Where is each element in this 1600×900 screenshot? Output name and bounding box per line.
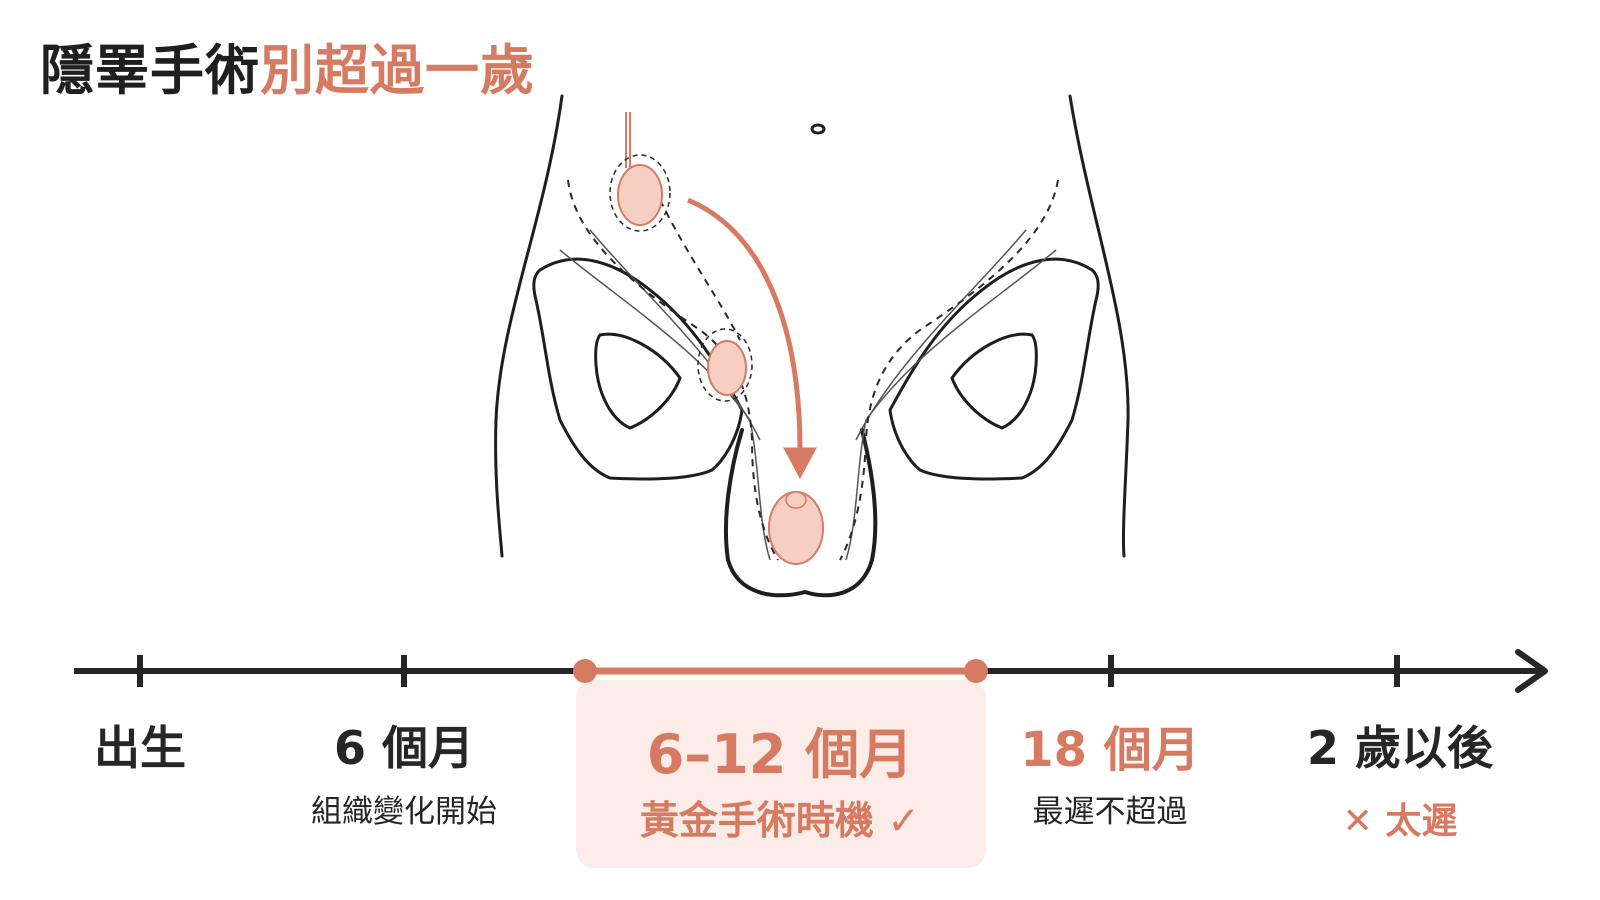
title-accent: 別超過一歲	[260, 39, 535, 102]
body-outline-right	[1068, 94, 1130, 558]
label-golden-window: 6–12 個月	[646, 723, 914, 786]
obturator-right	[950, 332, 1038, 430]
obturator-left	[594, 332, 682, 430]
note-golden-window: 黃金手術時機 ✓	[639, 799, 921, 844]
label-birth: 出生	[94, 721, 186, 775]
golden-range-end	[964, 659, 988, 683]
pelvis-left	[532, 257, 744, 481]
testis-middle	[697, 328, 753, 402]
note-eighteen-months: 最遲不超過	[1032, 794, 1188, 830]
golden-range-start	[573, 659, 597, 683]
body-outline-left	[494, 94, 564, 558]
anatomy-illustration	[494, 94, 1130, 598]
note-two-years: ✕ 太遲	[1342, 801, 1458, 842]
page-title: 隱睪手術別超過一歲	[40, 26, 535, 105]
note-six-months: 組織變化開始	[311, 794, 497, 830]
descent-path-left	[567, 179, 779, 561]
descent-arrow	[687, 197, 817, 480]
golden-window-highlight	[576, 680, 986, 868]
pelvis-right	[888, 257, 1100, 481]
testis-low	[768, 491, 824, 565]
testis-high	[609, 154, 671, 232]
timeline-arrowhead	[1515, 649, 1548, 693]
label-six-months: 6 個月	[333, 721, 475, 775]
descent-path-left-2	[659, 199, 741, 341]
label-eighteen-months: 18 個月	[1020, 722, 1200, 778]
title-main: 隱睪手術	[40, 39, 260, 102]
scrotum	[723, 428, 878, 598]
descent-path-right	[839, 179, 1059, 561]
label-two-years: 2 歲以後	[1306, 721, 1494, 775]
navel	[810, 123, 826, 135]
